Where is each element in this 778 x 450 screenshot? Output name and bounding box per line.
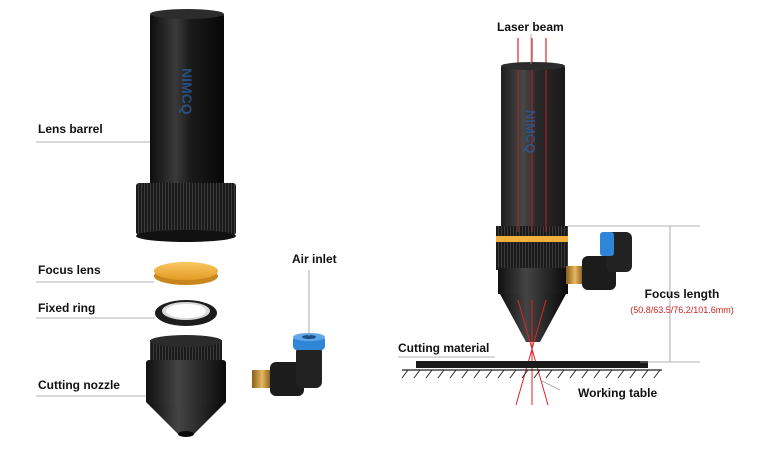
right-leader-lines <box>398 34 700 391</box>
label-laser-beam: Laser beam <box>497 20 564 34</box>
label-lens-barrel: Lens barrel <box>38 122 103 136</box>
barrel-watermark: NIMCQ <box>179 68 195 115</box>
air-inlet-fitting-assembled <box>566 232 632 290</box>
focus-lens <box>154 262 218 285</box>
working-table <box>401 361 662 379</box>
left-leader-lines <box>36 141 310 397</box>
fixed-ring <box>155 300 217 326</box>
label-air-inlet: Air inlet <box>292 252 337 266</box>
lens-barrel <box>136 9 236 242</box>
laser-beam-inner <box>517 70 547 232</box>
label-cutting-nozzle: Cutting nozzle <box>38 378 120 392</box>
label-fixed-ring: Fixed ring <box>38 301 96 315</box>
label-cutting-material: Cutting material <box>398 341 490 355</box>
label-working-table: Working table <box>578 386 658 400</box>
air-inlet-fitting <box>252 333 325 396</box>
label-focus-lens: Focus lens <box>38 263 101 277</box>
label-focus-values: (50.8/63.5/76.2/101.6mm) <box>630 305 734 315</box>
label-focus-length: Focus length <box>644 287 720 301</box>
assembled-head <box>496 62 568 342</box>
cutting-nozzle <box>146 335 226 437</box>
tube-watermark: NIMCQ <box>523 110 538 153</box>
laser-beam-focus <box>515 299 549 406</box>
